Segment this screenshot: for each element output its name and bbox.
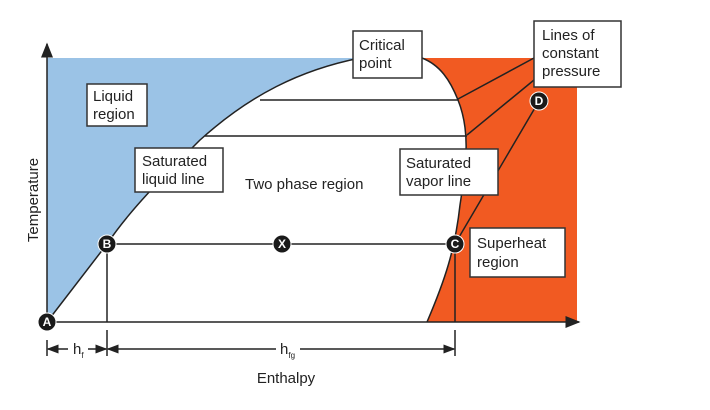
svg-text:C: C (451, 237, 460, 251)
svg-text:D: D (535, 94, 544, 108)
saturated-liquid-line-label: Saturated liquid line (134, 147, 224, 193)
saturated-vapor-line-label: Saturated vapor line (399, 148, 499, 196)
svg-text:region: region (93, 106, 135, 123)
svg-text:Lines of: Lines of (542, 27, 595, 44)
svg-text:liquid line: liquid line (142, 171, 205, 188)
leader-line-2 (466, 79, 535, 136)
x-axis-label: Enthalpy (257, 370, 316, 387)
critical-point-label: Critical point (352, 30, 423, 79)
svg-text:vapor line: vapor line (406, 173, 471, 190)
liquid-region-label: Liquid region (86, 83, 148, 127)
svg-text:A: A (43, 315, 52, 329)
svg-text:point: point (359, 55, 392, 72)
svg-text:Superheat: Superheat (477, 235, 547, 252)
hf-label: hf (73, 341, 84, 360)
svg-text:pressure: pressure (542, 63, 600, 80)
svg-text:region: region (477, 254, 519, 271)
saturated-liquid-curve (46, 57, 361, 323)
svg-text:Saturated: Saturated (142, 153, 207, 170)
svg-text:Liquid: Liquid (93, 88, 133, 105)
hfg-label: hfg (280, 341, 295, 360)
point-a: A (37, 312, 57, 332)
point-b: B (97, 234, 117, 254)
leader-line-1 (457, 57, 535, 100)
point-x: X (272, 234, 292, 254)
two-phase-region-label: Two phase region (245, 176, 363, 193)
svg-text:Saturated: Saturated (406, 155, 471, 172)
constant-pressure-label: Lines of constant pressure (533, 20, 622, 88)
point-d: D (529, 91, 549, 111)
svg-text:Critical: Critical (359, 37, 405, 54)
svg-text:X: X (278, 237, 286, 251)
point-c: C (445, 234, 465, 254)
superheat-region-label: Superheat region (469, 227, 566, 278)
svg-text:B: B (103, 237, 112, 251)
svg-text:constant: constant (542, 45, 600, 62)
y-axis-label: Temperature (25, 158, 42, 242)
